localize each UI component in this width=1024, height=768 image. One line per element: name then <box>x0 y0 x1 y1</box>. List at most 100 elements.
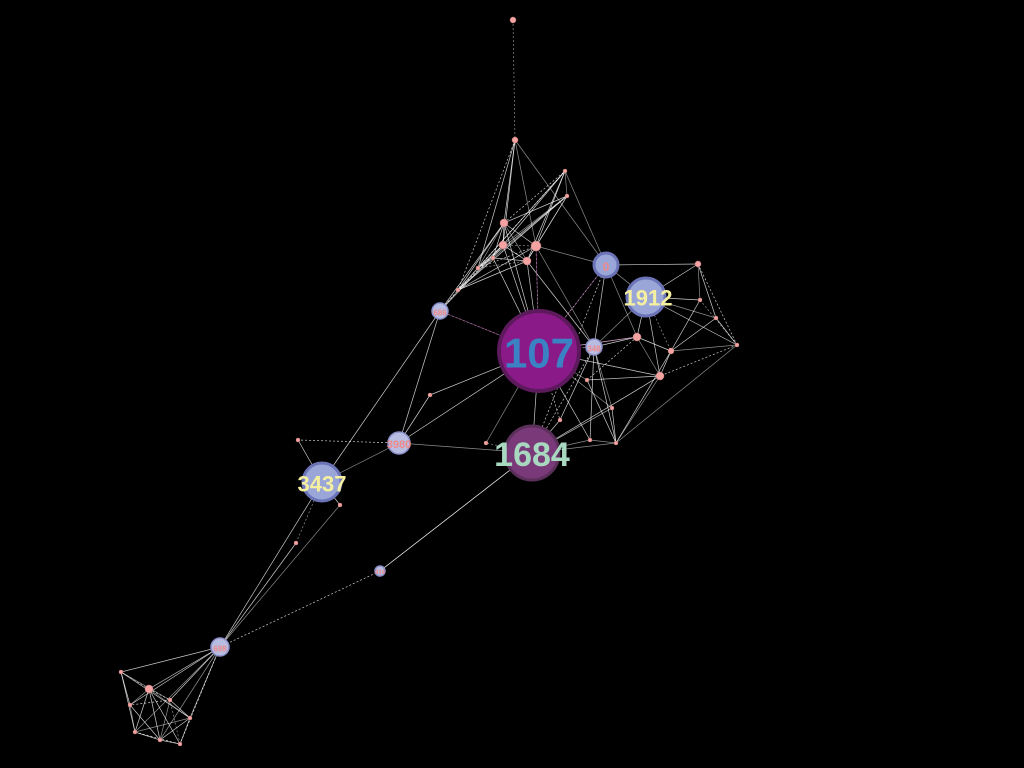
graph-node-b9[interactable] <box>697 297 703 303</box>
graph-node-e3[interactable] <box>609 405 615 411</box>
graph-node-b5[interactable] <box>667 347 675 355</box>
graph-node-d3[interactable] <box>132 729 138 735</box>
graph-node-a9[interactable] <box>490 255 496 261</box>
graph-edge <box>605 263 699 266</box>
graph-edge <box>219 542 297 648</box>
graph-edge <box>593 346 613 409</box>
graph-edge <box>492 257 528 262</box>
node-label-n3437: 3437 <box>298 472 347 497</box>
graph-node-n1912[interactable] <box>625 276 667 318</box>
graph-edge <box>295 481 323 544</box>
graph-node-a8[interactable] <box>455 287 461 293</box>
graph-node-c4[interactable] <box>483 440 489 446</box>
graph-node-b2[interactable] <box>713 315 719 321</box>
graph-edge <box>457 139 516 291</box>
graph-edge <box>593 264 607 348</box>
graph-edge <box>457 245 537 291</box>
graph-node-c3[interactable] <box>427 392 433 398</box>
graph-edge <box>120 671 131 706</box>
graph-node-n3980[interactable] <box>387 431 411 455</box>
graph-node-e2[interactable] <box>557 417 563 423</box>
node-label-n348: 348 <box>587 345 601 354</box>
graph-node-e1[interactable] <box>587 437 593 443</box>
graph-node-c2[interactable] <box>293 540 299 546</box>
graph-edge <box>659 344 738 377</box>
graph-edge <box>120 646 221 673</box>
graph-node-d1[interactable] <box>144 684 154 694</box>
graph-node-b8[interactable] <box>584 377 590 383</box>
graph-node-b1[interactable] <box>694 260 702 268</box>
graph-node-b3[interactable] <box>734 342 740 348</box>
graph-edge <box>697 263 717 319</box>
graph-node-n686[interactable] <box>431 302 449 320</box>
graph-edge <box>531 346 595 454</box>
graph-edge <box>120 671 191 719</box>
graph-node-d8[interactable] <box>127 702 133 708</box>
graph-edge <box>502 170 566 246</box>
graph-node-top[interactable] <box>509 16 517 24</box>
graph-node-a1[interactable] <box>499 218 509 228</box>
graph-node-b7[interactable] <box>613 440 619 446</box>
graph-edge <box>439 222 505 312</box>
graph-node-a3[interactable] <box>530 240 542 252</box>
graph-node-n107[interactable] <box>497 309 581 393</box>
graph-edge <box>611 407 617 444</box>
graph-node-n414[interactable] <box>374 565 386 577</box>
graph-node-b6[interactable] <box>655 371 665 381</box>
node-label-n686: 686 <box>433 309 447 318</box>
graph-node-d7[interactable] <box>167 697 173 703</box>
graph-node-n698[interactable] <box>210 637 230 657</box>
graph-edge <box>586 336 638 381</box>
node-label-n107: 107 <box>504 330 574 377</box>
graph-edge <box>219 504 341 648</box>
graph-edge <box>615 375 661 444</box>
graph-node-c1[interactable] <box>295 437 301 443</box>
graph-node-a6[interactable] <box>564 193 570 199</box>
graph-edge <box>134 646 221 733</box>
node-label-n3980: 3980 <box>387 439 411 451</box>
graph-edge <box>535 245 595 348</box>
graph-edge <box>120 671 150 690</box>
graph-node-a7[interactable] <box>475 265 481 271</box>
node-label-n1912: 1912 <box>624 286 673 311</box>
graph-node-d4[interactable] <box>177 741 183 747</box>
graph-edge <box>699 299 738 346</box>
graph-node-c5[interactable] <box>337 502 343 508</box>
graph-edge <box>134 731 161 741</box>
graph-edge <box>159 699 171 741</box>
graph-node-t2[interactable] <box>511 136 519 144</box>
graph-edge <box>526 195 568 262</box>
graph-edge <box>564 170 568 197</box>
graph-edge <box>503 195 568 224</box>
graph-edge <box>457 222 505 291</box>
graph-edge <box>559 346 595 421</box>
graph-node-n1684[interactable] <box>503 424 561 482</box>
graph-node-n348[interactable] <box>585 338 603 356</box>
graph-edge <box>134 688 150 733</box>
node-label-n698: 698 <box>213 645 227 654</box>
graph-edge <box>219 481 323 648</box>
graph-node-b4[interactable] <box>632 332 642 342</box>
graph-node-n0[interactable] <box>592 251 620 279</box>
graph-node-a2[interactable] <box>498 240 508 250</box>
graph-node-d5[interactable] <box>187 715 193 721</box>
graph-edge <box>120 671 171 701</box>
graph-node-n3437[interactable] <box>301 461 343 503</box>
graph-edge <box>379 452 533 572</box>
graph-edge <box>514 139 537 247</box>
graph-edge <box>636 336 672 352</box>
graph-edge <box>148 646 221 690</box>
graph-node-d2[interactable] <box>118 669 124 675</box>
graph-edge <box>134 717 191 733</box>
graph-edge <box>219 570 381 648</box>
graph-edge <box>589 439 617 444</box>
graph-node-a5[interactable] <box>562 168 568 174</box>
graph-edge <box>159 739 181 745</box>
graph-edge <box>503 222 537 247</box>
graph-edge <box>512 19 516 141</box>
graph-node-a4[interactable] <box>522 256 532 266</box>
graph-edge <box>321 310 441 483</box>
graph-node-d6[interactable] <box>157 737 163 743</box>
graph-edge <box>189 646 221 719</box>
